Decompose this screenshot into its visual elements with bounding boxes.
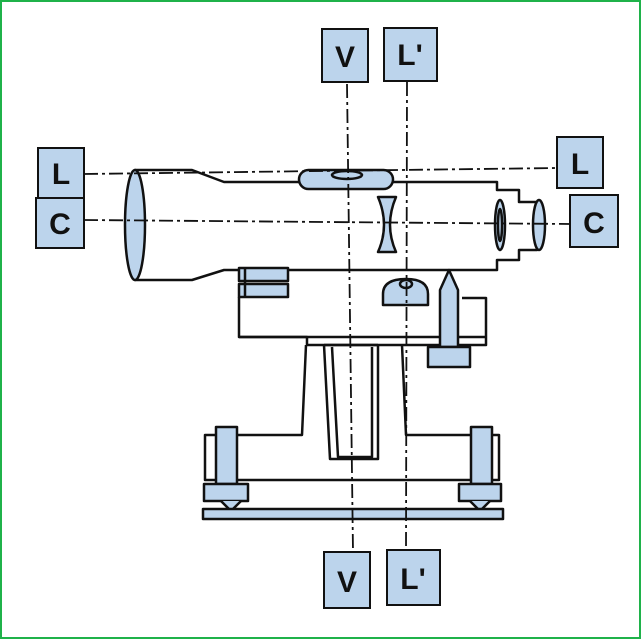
label-lprime-top: L' (383, 27, 438, 82)
label-c-left: C (35, 197, 85, 249)
level-tube-axis-lprime (405, 81, 408, 551)
spindle-outer (203, 344, 501, 482)
spindle-core (330, 346, 374, 459)
label-l-right: L (556, 136, 604, 189)
svg-text:C: C (49, 208, 71, 241)
tangent-screw (438, 268, 460, 349)
focusing-lens (376, 195, 398, 254)
reticle-ring (493, 198, 507, 252)
line-of-collimation-c (83, 219, 571, 225)
circular-level-dome (381, 277, 430, 307)
svg-text:V: V (337, 566, 357, 599)
svg-text:C: C (583, 207, 605, 240)
svg-text:L': L' (400, 563, 425, 596)
label-c-right: C (569, 194, 619, 248)
foot-screw-right (469, 425, 494, 486)
svg-text:V: V (335, 41, 355, 74)
eyepiece-lens (531, 198, 547, 252)
vertical-axis-v (346, 83, 354, 553)
svg-text:L: L (52, 158, 70, 191)
foot-screw-right-base (457, 482, 503, 503)
spindle-inner (322, 344, 380, 461)
svg-text:L': L' (397, 39, 422, 72)
svg-text:L: L (571, 148, 589, 181)
foot-screw-left (214, 425, 239, 486)
label-v-top: V (321, 28, 369, 83)
label-v-bottom: V (323, 551, 371, 609)
clamp-block-lower (237, 282, 290, 299)
foot-screw-left-base (202, 482, 250, 503)
tangent-screw-knob (426, 345, 472, 369)
line-of-level-l (83, 167, 558, 175)
label-l-left: L (37, 147, 85, 199)
objective-lens (123, 168, 147, 282)
reticle-inner (496, 207, 504, 243)
label-lprime-bottom: L' (386, 549, 441, 606)
clamp-block-upper (237, 266, 290, 283)
